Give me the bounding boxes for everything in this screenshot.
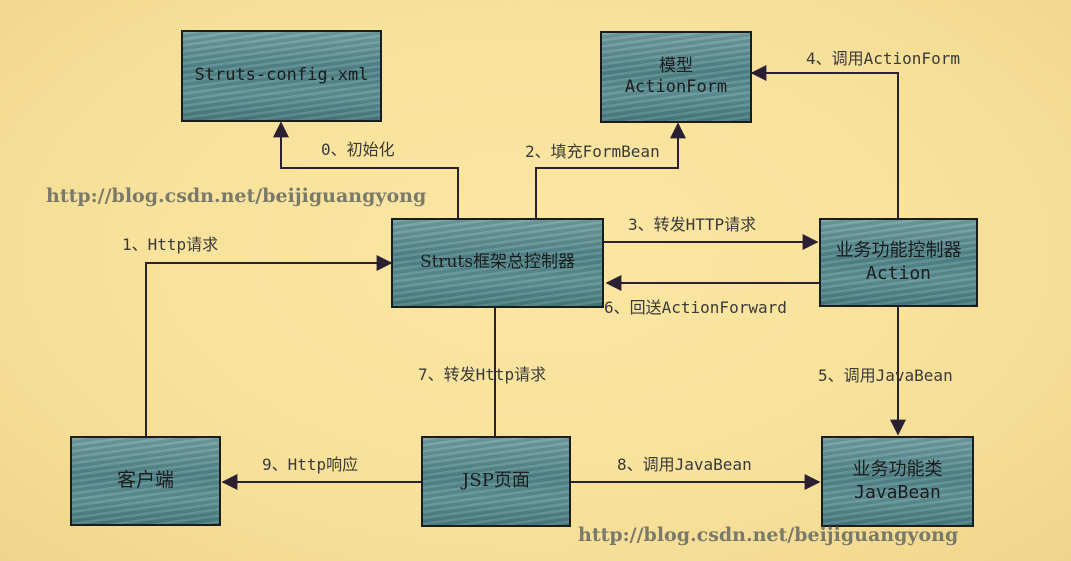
- edge-1-label: 1、Http请求: [122, 235, 219, 254]
- business-class-label: 业务功能类: [852, 459, 943, 480]
- edge-7-label: 7、转发Http请求: [418, 365, 547, 384]
- watermark-bottom: http://blog.csdn.net/beijiguangyong: [578, 524, 959, 546]
- client-label: 客户端: [116, 469, 174, 492]
- edge-4-invoke-actionform: [750, 65, 899, 218]
- edge-5-label: 5、调用JavaBean: [818, 366, 953, 385]
- model-actionform-box[interactable]: 模型 ActionForm: [600, 31, 752, 123]
- edge-9-label: 9、Http响应: [262, 455, 359, 474]
- actionform-label: ActionForm: [624, 77, 728, 97]
- edge-2-fill-formbean: [535, 122, 686, 218]
- javabean-label: JavaBean: [854, 481, 941, 503]
- jsp-page-label: JSP页面: [462, 470, 530, 492]
- struts-config-box[interactable]: Struts-config.xml: [181, 30, 382, 122]
- edge-8-label: 8、调用JavaBean: [617, 455, 752, 474]
- javabean-box[interactable]: 业务功能类 JavaBean: [821, 436, 974, 527]
- struts-controller-box[interactable]: Struts框架总控制器: [391, 218, 604, 308]
- edge-3-label: 3、转发HTTP请求: [628, 215, 757, 234]
- watermark-top: http://blog.csdn.net/beijiguangyong: [46, 185, 427, 207]
- action-controller-label: 业务功能控制器: [835, 240, 962, 261]
- client-box[interactable]: 客户端: [70, 436, 221, 526]
- action-label: Action: [865, 262, 932, 284]
- struts-controller-label: Struts框架总控制器: [419, 252, 576, 273]
- edge-0-label: 0、初始化: [321, 140, 395, 159]
- edge-6-label: 6、回送ActionForward: [604, 298, 787, 317]
- edge-4-label: 4、调用ActionForm: [806, 49, 960, 68]
- struts-config-label: Struts-config.xml: [194, 65, 369, 86]
- model-label: 模型: [659, 55, 693, 76]
- edge-2-label: 2、填充FormBean: [525, 142, 660, 161]
- edge-0-initialize: [273, 121, 459, 218]
- jsp-page-box[interactable]: JSP页面: [421, 436, 571, 527]
- edge-1-http-request: [145, 255, 393, 436]
- action-controller-box[interactable]: 业务功能控制器 Action: [819, 218, 978, 307]
